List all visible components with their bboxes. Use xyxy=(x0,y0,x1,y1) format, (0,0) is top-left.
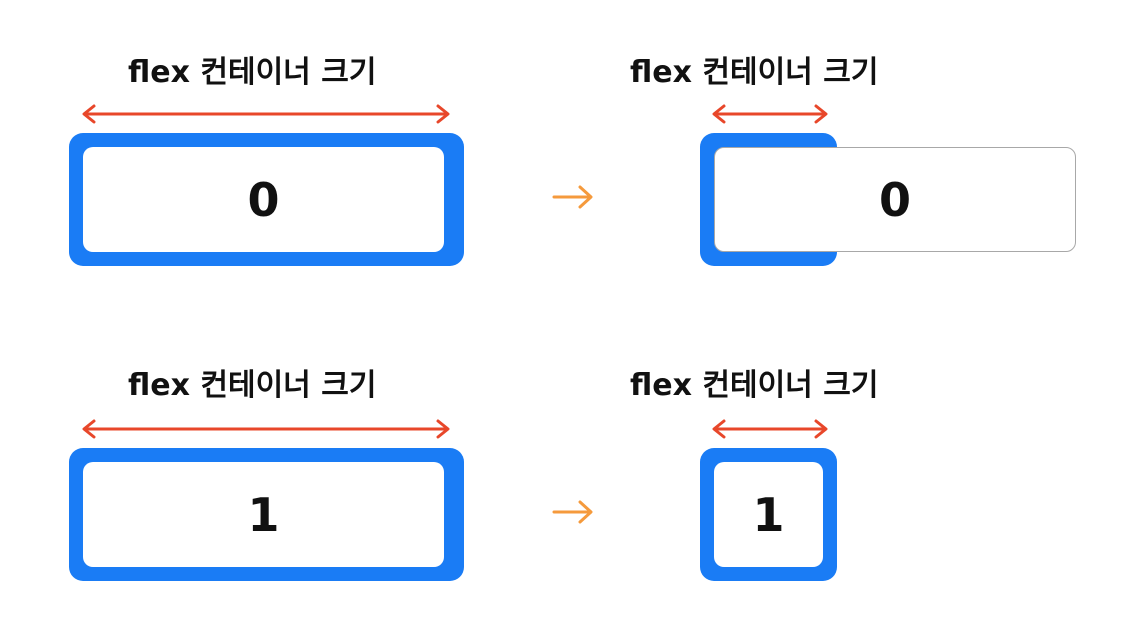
container-size-label: flex 컨테이너 크기 xyxy=(128,368,377,403)
container-size-label: flex 컨테이너 크기 xyxy=(128,55,377,90)
double-arrow-icon xyxy=(712,104,828,124)
overflowing-flex-item: 0 xyxy=(714,147,1076,252)
double-arrow-icon xyxy=(712,419,828,439)
right-arrow-icon xyxy=(552,500,593,524)
flex-container: 0 xyxy=(69,133,464,266)
right-arrow-icon xyxy=(552,185,593,209)
container-size-label: flex 컨테이너 크기 xyxy=(630,55,879,90)
flex-item: 0 xyxy=(83,147,444,252)
double-arrow-icon xyxy=(82,104,450,124)
flex-item: 1 xyxy=(83,462,444,567)
container-size-label: flex 컨테이너 크기 xyxy=(630,368,879,403)
flex-container: 1 xyxy=(700,448,837,581)
double-arrow-icon xyxy=(82,419,450,439)
flex-item: 1 xyxy=(714,462,823,567)
flex-container: 1 xyxy=(69,448,464,581)
